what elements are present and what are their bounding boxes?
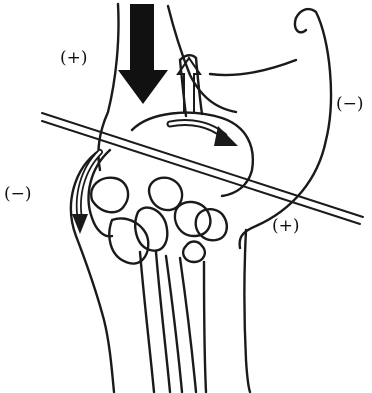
lower-right-contour: [245, 230, 251, 392]
upper-bone-inner-edge: [168, 6, 236, 112]
shaft-2-right: [180, 258, 196, 392]
label-right: (−): [336, 96, 364, 113]
small-bone-7: [183, 242, 205, 263]
label-bottom-right: (+): [272, 218, 300, 235]
small-bone-6: [196, 209, 227, 240]
shaft-3-left: [204, 262, 206, 392]
shaft-1-left: [140, 252, 154, 392]
small-bone-3: [149, 178, 182, 210]
rotation-arrow: [170, 123, 238, 147]
label-top-left: (+): [60, 50, 88, 67]
label-left: (−): [4, 186, 32, 203]
right-outer-contour: [240, 9, 331, 248]
force-arrow: [118, 4, 168, 104]
small-bone-4: [135, 208, 167, 251]
right-outer-top-notch: [295, 18, 306, 32]
small-bone-5: [175, 202, 210, 236]
small-bone-2: [109, 218, 148, 263]
small-bone-1: [91, 178, 128, 213]
right-inner-contour: [210, 60, 296, 75]
